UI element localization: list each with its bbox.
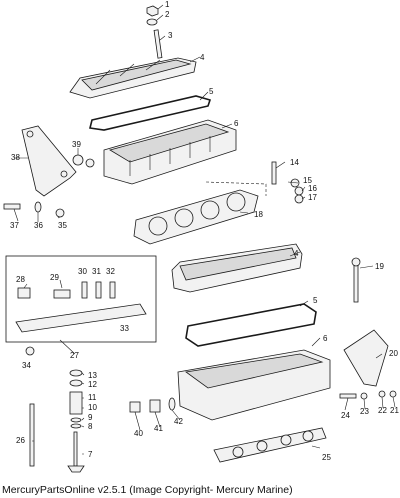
valve-cover-gasket-upper[interactable]: [89, 95, 212, 131]
callout-18: 18: [254, 210, 263, 219]
stud-19[interactable]: [351, 257, 361, 303]
callout-35: 35: [58, 221, 67, 230]
callout-14: 14: [290, 158, 299, 167]
callout-24: 24: [341, 411, 350, 420]
stud-part-14[interactable]: [271, 161, 277, 185]
bracket-20[interactable]: [343, 329, 389, 387]
fitting-41[interactable]: [149, 399, 161, 413]
callout-16: 16: [308, 184, 317, 193]
nut-part[interactable]: [146, 5, 159, 17]
cylinder-head-lower[interactable]: [177, 349, 331, 421]
callout-39: 39: [72, 140, 81, 149]
callout-13: 13: [88, 371, 97, 380]
callout-labels: 1 2 3 4 5 6 14 15 16 17 18 39 38 37 36 3…: [10, 0, 399, 462]
callout-4: 4: [200, 53, 205, 62]
washer-23[interactable]: [360, 392, 368, 400]
valve-stack[interactable]: [67, 369, 85, 473]
washer-21[interactable]: [389, 390, 397, 398]
callout-32: 32: [106, 267, 115, 276]
exploded-parts-diagram: 1 2 3 4 5 6 14 15 16 17 18 39 38 37 36 3…: [3, 0, 399, 473]
plug-part[interactable]: [72, 154, 95, 168]
callout-8: 8: [88, 422, 93, 431]
valve-cover-gasket-lower[interactable]: [185, 303, 317, 347]
fitting-40[interactable]: [129, 401, 141, 413]
exhaust-gasket-25[interactable]: [213, 427, 327, 463]
callout-22: 22: [378, 406, 387, 415]
callout-15: 15: [303, 176, 312, 185]
plug-34[interactable]: [25, 346, 35, 356]
callout-41: 41: [154, 424, 163, 433]
callout-37: 37: [10, 221, 19, 230]
head-gasket-upper[interactable]: [133, 189, 259, 245]
callout-19: 19: [375, 262, 384, 271]
washer-part[interactable]: [146, 18, 158, 26]
stud-part[interactable]: [153, 29, 163, 59]
copyright-footer: MercuryPartsOnline v2.5.1 (Image Copyrig…: [2, 484, 293, 496]
callout-5b: 5: [313, 296, 318, 305]
callout-21: 21: [390, 406, 399, 415]
callout-38: 38: [11, 153, 20, 162]
callout-34: 34: [22, 361, 31, 370]
callout-30: 30: [78, 267, 87, 276]
callout-10: 10: [88, 403, 97, 412]
washer-36[interactable]: [34, 201, 42, 213]
bolt-35[interactable]: [55, 208, 65, 218]
callout-4b: 4: [294, 249, 299, 258]
callout-36: 36: [34, 221, 43, 230]
stud-32[interactable]: [109, 281, 116, 299]
rocker-29[interactable]: [53, 289, 71, 299]
stud-31[interactable]: [95, 281, 102, 299]
callout-29: 29: [50, 273, 59, 282]
oring-42[interactable]: [168, 397, 176, 411]
callout-23: 23: [360, 407, 369, 416]
pushrod-26[interactable]: [29, 403, 35, 467]
bolt-24[interactable]: [339, 393, 357, 399]
callout-5: 5: [209, 87, 214, 96]
callout-28: 28: [16, 275, 25, 284]
callout-6: 6: [234, 119, 239, 128]
rocker-rail-33[interactable]: [15, 303, 147, 333]
callout-31: 31: [92, 267, 101, 276]
bracket-part[interactable]: [21, 125, 77, 197]
bolt-part[interactable]: [3, 203, 21, 210]
stud-30[interactable]: [81, 281, 88, 299]
valve-cover-upper[interactable]: [69, 57, 197, 99]
rocker-stud-28[interactable]: [17, 287, 31, 299]
callout-17: 17: [308, 193, 317, 202]
callout-20: 20: [389, 349, 398, 358]
callout-7: 7: [88, 450, 93, 459]
callout-12: 12: [88, 380, 97, 389]
callout-25: 25: [322, 453, 331, 462]
nut-17[interactable]: [294, 194, 304, 204]
valve-cover-lower[interactable]: [171, 243, 303, 293]
callout-26: 26: [16, 436, 25, 445]
callout-42: 42: [174, 417, 183, 426]
callout-1: 1: [165, 0, 170, 9]
callout-6b: 6: [323, 334, 328, 343]
callout-27: 27: [70, 351, 79, 360]
callout-33: 33: [120, 324, 129, 333]
callout-9: 9: [88, 413, 93, 422]
callout-3: 3: [168, 31, 173, 40]
cylinder-head-upper[interactable]: [103, 119, 237, 185]
callout-40: 40: [134, 429, 143, 438]
nut-16[interactable]: [294, 186, 304, 196]
washer-22[interactable]: [378, 390, 386, 398]
callout-2: 2: [165, 10, 170, 19]
callout-11: 11: [88, 393, 97, 402]
